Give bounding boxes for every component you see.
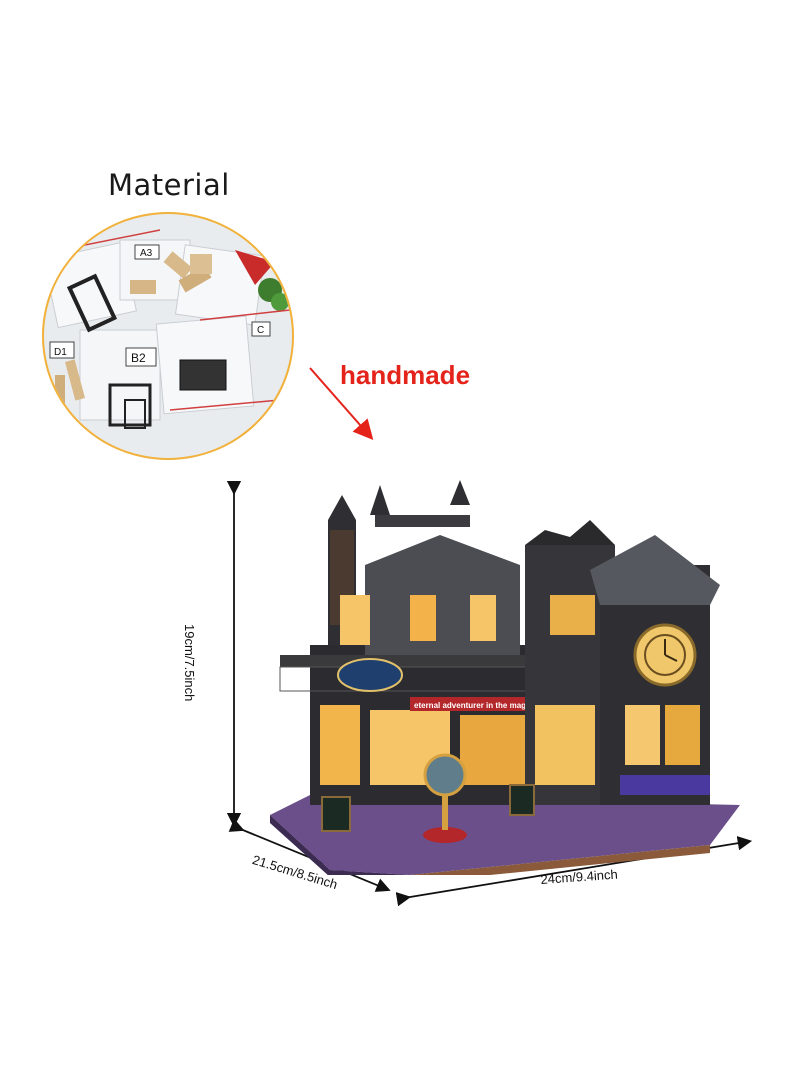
handmade-label: handmade <box>340 360 471 390</box>
bag-label-b2: B2 <box>131 351 146 365</box>
miniature-house-image: eternal adventurer in the magic <box>270 480 740 875</box>
bag-label-a3: A3 <box>140 248 153 259</box>
material-title: Material <box>108 168 230 202</box>
bag-label-d1: D1 <box>54 347 67 358</box>
material-parts-image: A3 B2 D1 C <box>42 212 294 460</box>
bag-label-c: C <box>257 325 264 336</box>
height-label: 19cm/7.5inch <box>182 624 197 702</box>
shop-sign: eternal adventurer in the magic <box>414 701 533 710</box>
